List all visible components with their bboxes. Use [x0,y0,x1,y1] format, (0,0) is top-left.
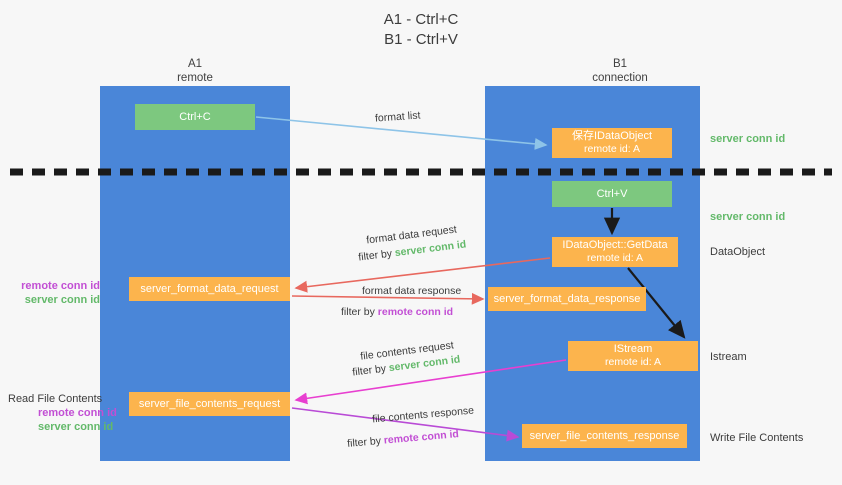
side-label-remote-conn-id-1: remote conn id [21,280,100,292]
box-getdata-label: IDataObject::GetData [562,239,668,251]
box-server-file-contents-response-label: server_file_contents_response [529,429,680,442]
side-label-server-conn-id-mid: server conn id [710,211,786,223]
edge-label-file-contents-response: file contents response [371,404,475,426]
box-save-idataobject-remote-id: remote id: A [583,143,641,155]
box-ctrl-c[interactable]: Ctrl+C [135,104,255,130]
box-server-file-contents-request[interactable]: server_file_contents_request [129,392,290,416]
filter-value-remote-conn-id-2: remote conn id [383,428,460,447]
filter-prefix-1: filter by [357,247,396,264]
filter-value-remote-conn-id-1: remote conn id [377,306,454,318]
box-save-idataobject-label: 保存IDataObject [571,130,653,142]
box-server-format-data-request-label: server_format_data_request [140,282,279,295]
title-line-2: B1 - Ctrl+V [384,31,458,48]
box-getdata-remote-id: remote id: A [586,252,644,264]
column-a1-role: remote [177,72,213,84]
box-server-format-data-request[interactable]: server_format_data_request [129,277,290,301]
box-server-file-contents-request-label: server_file_contents_request [138,397,281,410]
edge-label-format-list: format list [374,109,421,125]
title-line-1: A1 - Ctrl+C [383,11,459,28]
column-b1-role: connection [592,72,648,84]
side-label-write-file-contents: Write File Contents [710,432,804,444]
box-server-format-data-response-label: server_format_data_response [493,292,641,305]
side-label-server-conn-id-2: server conn id [38,421,114,433]
box-istream-label: IStream [613,343,653,355]
side-label-read-file-contents: Read File Contents [8,393,103,405]
side-label-read-file-contents-group: Read File Contents remote conn id server… [8,392,193,434]
box-save-idataobject[interactable]: 保存IDataObject remote id: A [552,128,672,158]
box-istream[interactable]: IStream remote id: A [568,341,698,371]
box-idataobject-getdata[interactable]: IDataObject::GetData remote id: A [552,237,678,267]
edge-label-format-data-response: format data response [362,285,462,297]
column-header-a1: A1 remote [130,57,260,85]
box-ctrl-c-label: Ctrl+C [179,110,211,123]
box-server-format-data-response[interactable]: server_format_data_response [488,287,646,311]
filter-prefix-4: filter by [346,434,385,450]
column-b1-name: B1 [612,58,628,70]
column-a1-name: A1 [187,58,203,70]
column-header-b1: B1 connection [530,57,710,85]
edge-label-file-contents-response-filter: filter by remote conn id [347,427,460,451]
box-istream-remote-id: remote id: A [604,356,662,368]
side-label-istream: Istream [710,351,747,363]
box-ctrl-v-label: Ctrl+V [596,187,628,200]
filter-prefix-2: filter by [341,306,378,318]
box-server-file-contents-response[interactable]: server_file_contents_response [522,424,687,448]
diagram-title: A1 - Ctrl+C B1 - Ctrl+V [0,10,842,50]
side-label-server-conn-id-top: server conn id [710,133,786,145]
side-label-conn-ids-top: remote conn id server conn id [8,279,100,307]
edge-label-format-data-response-filter: filter by remote conn id [341,305,453,319]
side-label-remote-conn-id-2: remote conn id [38,407,117,419]
filter-prefix-3: filter by [351,362,390,379]
side-label-dataobject: DataObject [710,246,766,258]
box-ctrl-v[interactable]: Ctrl+V [552,181,672,207]
side-label-server-conn-id-1: server conn id [24,294,100,306]
